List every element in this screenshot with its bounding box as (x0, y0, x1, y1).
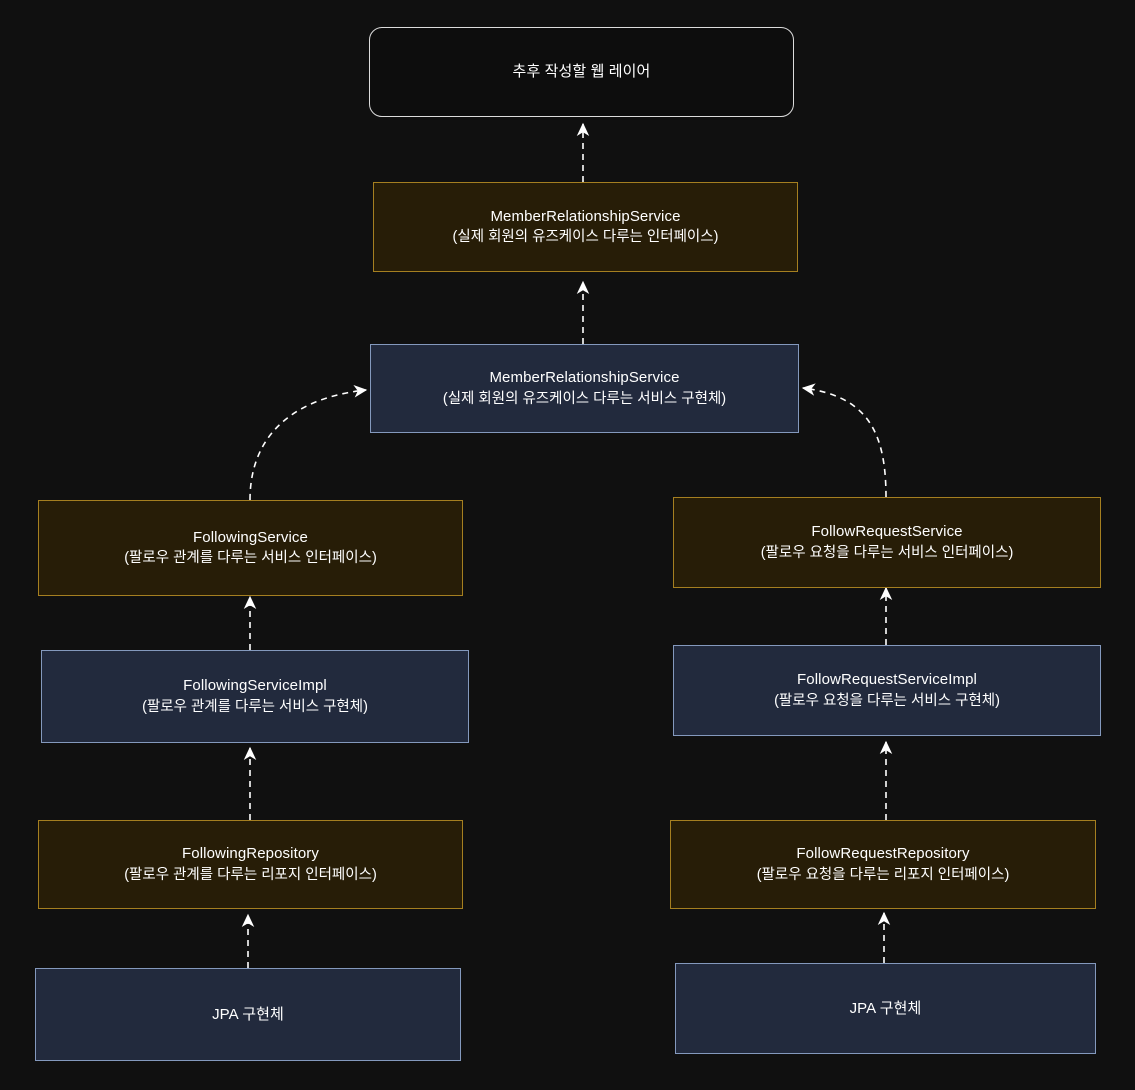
node-subtitle: (팔로우 관계를 다루는 서비스 구현체) (142, 698, 368, 715)
node-following-service-impl[interactable]: FollowingServiceImpl (팔로우 관계를 다루는 서비스 구현… (41, 650, 469, 743)
node-title: MemberRelationshipService (489, 369, 680, 387)
node-subtitle: (팔로우 관계를 다루는 리포지 인터페이스) (124, 866, 377, 883)
node-following-jpa-impl[interactable]: JPA 구현체 (35, 968, 461, 1061)
edge-follow-request-service-to-mrs-impl (801, 383, 887, 498)
node-member-relationship-service-impl[interactable]: MemberRelationshipService (실제 회원의 유즈케이스 … (370, 344, 799, 433)
node-follow-request-jpa-impl[interactable]: JPA 구현체 (675, 963, 1096, 1054)
node-title: JPA 구현체 (212, 1005, 284, 1023)
node-subtitle: (팔로우 관계를 다루는 서비스 인터페이스) (124, 550, 377, 567)
node-title: FollowRequestServiceImpl (797, 671, 977, 689)
node-follow-request-service-interface[interactable]: FollowRequestService (팔로우 요청을 다루는 서비스 인터… (673, 497, 1101, 588)
node-subtitle: (팔로우 요청을 다루는 리포지 인터페이스) (756, 866, 1010, 883)
node-title: MemberRelationshipService (490, 207, 681, 225)
node-subtitle: (팔로우 요청을 다루는 서비스 구현체) (774, 692, 1000, 709)
node-subtitle: (실제 회원의 유즈케이스 다루는 서비스 구현체) (442, 390, 727, 407)
edge-following-service-to-mrs-impl (249, 385, 368, 501)
node-title: JPA 구현체 (849, 999, 922, 1017)
node-title: 추후 작성할 웹 레이어 (512, 63, 651, 81)
node-title: FollowRequestService (811, 523, 963, 541)
node-title: FollowRequestRepository (796, 845, 970, 863)
node-title: FollowingRepository (182, 845, 319, 863)
node-follow-request-repository-interface[interactable]: FollowRequestRepository (팔로우 요청을 다루는 리포지… (670, 820, 1096, 909)
node-title: FollowingService (193, 528, 308, 546)
node-subtitle: (실제 회원의 유즈케이스 다루는 인터페이스) (452, 229, 719, 246)
node-member-relationship-service-interface[interactable]: MemberRelationshipService (실제 회원의 유즈케이스 … (373, 182, 798, 272)
node-following-repository-interface[interactable]: FollowingRepository (팔로우 관계를 다루는 리포지 인터페… (38, 820, 463, 909)
node-follow-request-service-impl[interactable]: FollowRequestServiceImpl (팔로우 요청을 다루는 서비… (673, 645, 1101, 736)
node-subtitle: (팔로우 요청을 다루는 서비스 인터페이스) (760, 544, 1014, 561)
node-title: FollowingServiceImpl (183, 677, 327, 695)
node-web-layer[interactable]: 추후 작성할 웹 레이어 (369, 27, 794, 117)
node-following-service-interface[interactable]: FollowingService (팔로우 관계를 다루는 서비스 인터페이스) (38, 500, 463, 596)
